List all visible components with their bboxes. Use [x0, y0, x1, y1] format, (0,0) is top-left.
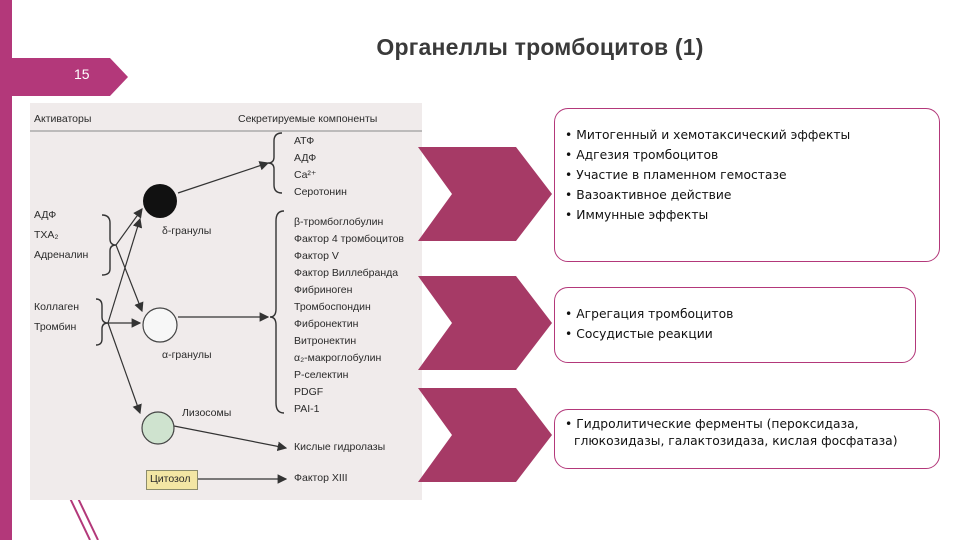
alpha-component: Фактор Виллебранда: [294, 267, 399, 279]
bullet: •: [565, 168, 573, 182]
bullet: •: [565, 208, 573, 222]
alpha-component: PDGF: [294, 386, 324, 398]
alpha-component: P-селектин: [294, 369, 349, 381]
bullet: •: [565, 417, 573, 431]
effects-box-lysosomes: •Гидролитические ферменты (пероксидаза, …: [554, 409, 940, 469]
cytosol-box: [146, 470, 198, 490]
platelet-organelles-diagram: Активаторы Секретируемые компоненты АДФ …: [30, 103, 422, 500]
activator-thrombin: Тромбин: [34, 321, 77, 333]
lysosomes-label: Лизосомы: [182, 407, 232, 419]
alpha-component: PAI-1: [294, 403, 320, 415]
slide-title: Органеллы тромбоцитов (1): [376, 34, 704, 60]
dense-component: Ca²⁺: [294, 169, 317, 181]
bullet: •: [565, 307, 573, 321]
arrow-chevron-2: [418, 276, 552, 370]
effects-list: •Агрегация тромбоцитов •Сосудистые реакц…: [565, 304, 915, 344]
list-item: •Вазоактивное действие: [565, 188, 732, 202]
list-item: •Адгезия тромбоцитов: [565, 148, 719, 162]
slide-number-tab: [0, 58, 128, 96]
alpha-component: β-тромбоглобулин: [294, 216, 384, 228]
effects-list: •Гидролитические ферменты (пероксидаза, …: [565, 416, 939, 450]
bullet: •: [565, 327, 573, 341]
list-item: •Иммунные эффекты: [565, 208, 709, 222]
dense-component: АТФ: [294, 135, 315, 147]
list-item: •Митогенный и хемотаксический эффекты: [565, 128, 851, 142]
dense-granules-label: δ-гранулы: [162, 225, 212, 237]
dense-component: Серотонин: [294, 186, 347, 198]
alpha-component: Витронектин: [294, 335, 357, 347]
activator-collagen: Коллаген: [34, 301, 80, 313]
alpha-component: Фактор V: [294, 250, 339, 262]
left-accent-stripe: [0, 0, 12, 540]
alpha-component: Фибронектин: [294, 318, 359, 330]
cytosol-component: Фактор XIII: [294, 472, 348, 484]
bullet: •: [565, 128, 573, 142]
alpha-component: Фактор 4 тромбоцитов: [294, 233, 405, 245]
alpha-component: α₂-макроглобулин: [294, 352, 382, 364]
effects-box-alpha: •Агрегация тромбоцитов •Сосудистые реакц…: [554, 287, 916, 363]
arrow-chevron-1: [418, 147, 552, 241]
activator-txa2: TXA₂: [34, 229, 59, 241]
diagram-connectors: [30, 130, 422, 484]
list-item: •Участие в пламенном гемостазе: [565, 168, 787, 182]
dense-component: АДФ: [294, 152, 317, 164]
alpha-granules-label: α-гранулы: [162, 349, 212, 361]
arrow-chevron-3: [418, 388, 552, 482]
list-item: •Сосудистые реакции: [565, 327, 713, 341]
activators-header: Активаторы: [34, 113, 92, 125]
activator-adrenaline: Адреналин: [34, 249, 89, 261]
effects-list: •Митогенный и хемотаксический эффекты •А…: [565, 125, 939, 225]
alpha-component: Фибриноген: [294, 284, 353, 296]
list-item: •Агрегация тромбоцитов: [565, 307, 734, 321]
secreted-components-header: Секретируемые компоненты: [238, 113, 378, 125]
slide-number: 15: [74, 66, 90, 82]
list-item: •Гидролитические ферменты (пероксидаза, …: [565, 417, 898, 448]
decorative-lines: [67, 493, 99, 540]
alpha-component: Тромбоспондин: [294, 301, 371, 313]
activator-adp: АДФ: [34, 209, 57, 221]
lysosome-component: Кислые гидролазы: [294, 441, 386, 453]
cytosol-label: Цитозол: [150, 473, 191, 485]
bullet: •: [565, 188, 573, 202]
bullet: •: [565, 148, 573, 162]
effects-box-dense: •Митогенный и хемотаксический эффекты •А…: [554, 108, 940, 262]
